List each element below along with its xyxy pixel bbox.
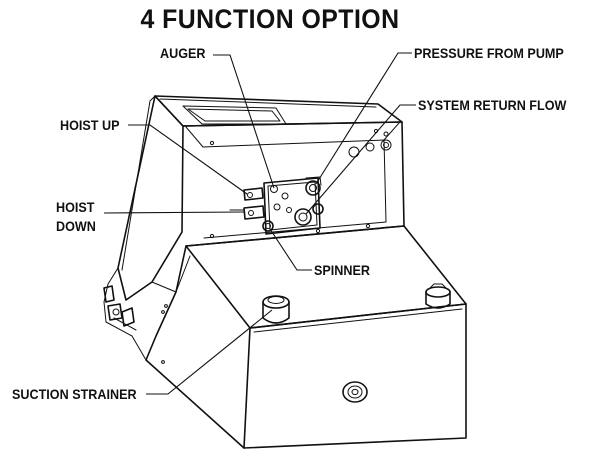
hydraulic-tank — [103, 225, 467, 449]
label-system-return-flow: SYSTEM RETURN FLOW — [418, 97, 567, 113]
leader-lines — [103, 52, 416, 395]
label-spinner: SPINNER — [314, 262, 371, 278]
label-hoist-down-line1: HOIST — [56, 199, 95, 215]
diagram-title: 4 FUNCTION OPTION — [140, 4, 400, 34]
valve-block — [229, 176, 324, 235]
label-auger: AUGER — [160, 45, 206, 61]
label-pressure-from-pump: PRESSURE FROM PUMP — [414, 45, 564, 61]
label-suction-strainer: SUCTION STRAINER — [12, 386, 137, 402]
label-hoist-down-line2: DOWN — [56, 218, 96, 234]
label-hoist-up: HOIST UP — [60, 117, 120, 133]
